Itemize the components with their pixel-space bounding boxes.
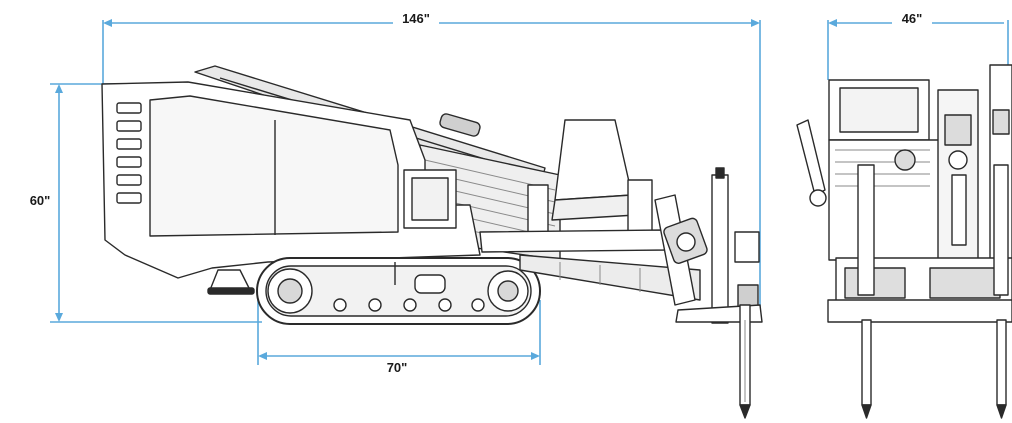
- front-track-base: [827, 257, 1012, 323]
- length-label: 146": [402, 11, 430, 26]
- width-label: 46": [902, 11, 923, 26]
- height-label: 60": [30, 193, 51, 208]
- drill-frame: [479, 194, 708, 306]
- width-label-bg: [892, 9, 932, 27]
- length-label-bg: [393, 9, 439, 27]
- height-dimension: [50, 83, 262, 323]
- width-dimension: [827, 19, 1009, 80]
- track-dimension: [257, 300, 541, 365]
- track-length-label: 70": [387, 360, 408, 375]
- track-label-bg: [375, 358, 419, 376]
- rear-stabilizer: [207, 269, 255, 295]
- crawler-track: [256, 257, 541, 325]
- side-view: [101, 65, 763, 419]
- front-vise: [675, 167, 763, 419]
- operator-seat: [527, 119, 653, 236]
- engine-hood: [101, 81, 481, 279]
- front-engine-block: [828, 64, 1012, 266]
- control-lever: [796, 119, 827, 207]
- front-anchor-rods: [857, 164, 1009, 419]
- front-view: [796, 64, 1012, 419]
- hood-vents: [116, 102, 142, 204]
